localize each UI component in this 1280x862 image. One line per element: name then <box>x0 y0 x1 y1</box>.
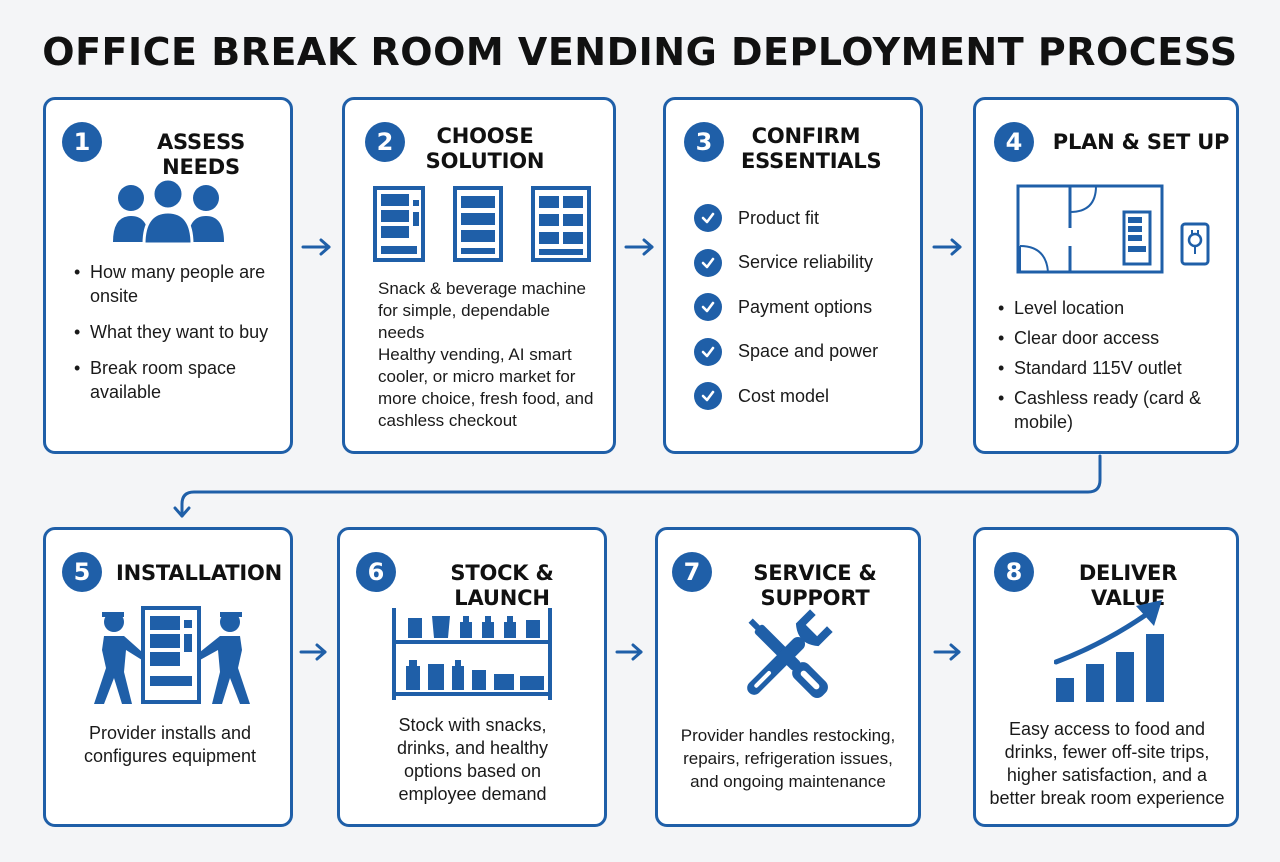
step-number-badge: 3 <box>684 122 724 162</box>
list-item: Product fit <box>694 196 878 241</box>
wrench-screwdriver-icon <box>747 609 833 698</box>
stocked-shelf-icon <box>392 608 552 700</box>
step-description: Easy access to food and drinks, fewer of… <box>989 719 1225 808</box>
list-item: Standard 115V outlet <box>998 356 1223 380</box>
step-description: Provider handles restocking, repairs, re… <box>680 726 896 791</box>
step-number-badge: 6 <box>356 552 396 592</box>
step-number-badge: 8 <box>994 552 1034 592</box>
check-icon <box>694 204 722 233</box>
arrow-right-icon <box>624 238 654 256</box>
step-card-6: 6 STOCK & LAUNCH Stock with snacks, drin… <box>337 527 607 827</box>
solution-text-2: Healthy vending, AI smart cooler, or mic… <box>378 345 594 430</box>
list-item: Break room space available <box>74 356 274 404</box>
vending-machines-icon <box>373 186 591 262</box>
list-item: Clear door access <box>998 326 1223 350</box>
list-item: Cost model <box>694 374 878 419</box>
step-number-badge: 7 <box>672 552 712 592</box>
step-number-badge: 2 <box>365 122 405 162</box>
solution-text-1: Snack & beverage machine for simple, dep… <box>378 279 586 342</box>
list-item: Level location <box>998 296 1223 320</box>
step-title: SERVICE & SUPPORT <box>753 561 877 610</box>
step-card-7: 7 SERVICE & SUPPORT Provider handles res… <box>655 527 921 827</box>
step-number-badge: 4 <box>994 122 1034 162</box>
arrow-right-icon <box>615 643 643 661</box>
step-title: CONFIRM ESSENTIALS <box>741 124 882 173</box>
step-number-badge: 5 <box>62 552 102 592</box>
arrow-right-icon <box>932 238 962 256</box>
step-title: STOCK & LAUNCH <box>450 561 554 610</box>
step-description: Provider installs and configures equipme… <box>83 723 257 766</box>
arrow-right-icon <box>301 238 331 256</box>
page-title: OFFICE BREAK ROOM VENDING DEPLOYMENT PRO… <box>42 30 1238 74</box>
list-item: What they want to buy <box>74 320 274 344</box>
step-number-badge: 1 <box>62 122 102 162</box>
step-title: CHOOSE SOLUTION <box>425 124 545 173</box>
list-item: Payment options <box>694 285 878 330</box>
step-card-1: 1 ASSESS NEEDS How many people are onsit… <box>43 97 293 454</box>
list-item: Service reliability <box>694 241 878 286</box>
installers-icon <box>94 606 250 704</box>
setup-list: Level location Clear door access Standar… <box>998 296 1223 440</box>
arrow-right-icon <box>933 643 961 661</box>
step-card-5: 5 INSTALLATION Provider installs and con… <box>43 527 293 827</box>
step-card-2: 2 CHOOSE SOLUTION Snack & beverage machi… <box>342 97 616 454</box>
growth-chart-icon <box>1054 600 1164 702</box>
step-card-3: 3 CONFIRM ESSENTIALS Product fit Service… <box>663 97 923 454</box>
step-title: ASSESS NEEDS <box>156 130 245 179</box>
step-title: INSTALLATION <box>116 561 283 585</box>
check-icon <box>694 337 722 366</box>
list-item: Cashless ready (card & mobile) <box>998 386 1223 434</box>
arrow-right-icon <box>299 643 327 661</box>
check-icon <box>694 382 722 411</box>
needs-list: How many people are onsite What they wan… <box>74 260 274 416</box>
essentials-checklist: Product fit Service reliability Payment … <box>694 196 878 419</box>
check-icon <box>694 248 722 277</box>
step-title: PLAN & SET UP <box>1052 130 1230 154</box>
row-return-connector <box>173 454 1102 518</box>
floor-plan-icon <box>1016 184 1210 274</box>
step-description: Stock with snacks, drinks, and healthy o… <box>396 715 549 804</box>
step-card-4: 4 PLAN & SET UP Level location Clear doo… <box>973 97 1239 454</box>
check-icon <box>694 293 722 322</box>
people-group-icon <box>113 178 224 246</box>
step-card-8: 8 DELIVER VALUE Easy access to food and … <box>973 527 1239 827</box>
list-item: Space and power <box>694 330 878 375</box>
list-item: How many people are onsite <box>74 260 274 308</box>
